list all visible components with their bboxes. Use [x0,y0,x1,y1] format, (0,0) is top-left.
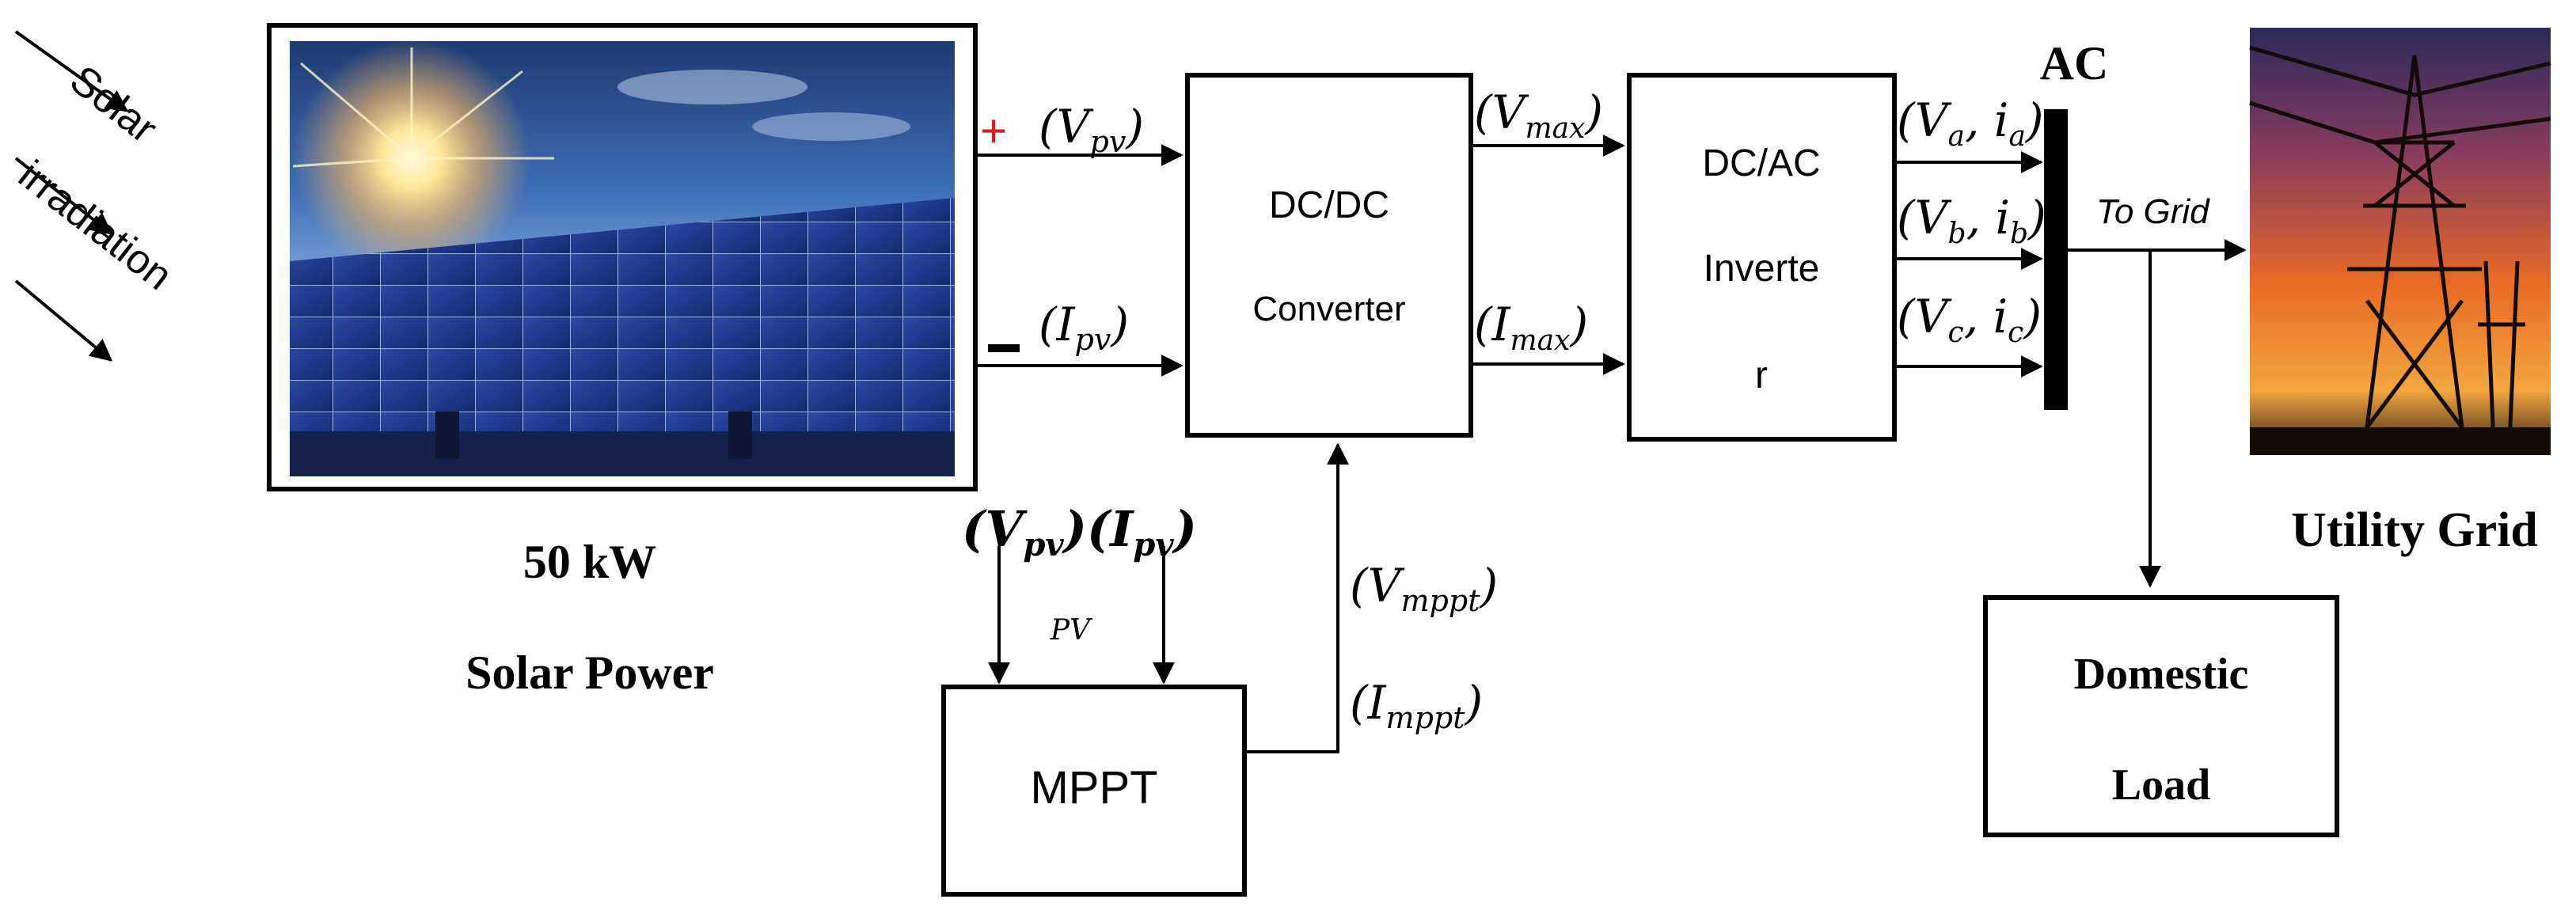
load-label-2: Load [2112,761,2211,810]
irradiation-label: irradiation [10,152,181,299]
converter-label-1: DC/DC [1269,184,1389,226]
imppt-label: (Imppt) [1350,676,1483,735]
phase-a-label: (Va, ia) [1897,93,2044,153]
mppt-label: MPPT [1030,762,1157,814]
solar-panel-image [267,23,978,491]
phase-c-label: (Vc, ic) [1897,290,2042,349]
mppt-feedback-line [1244,442,1349,753]
converter-label-2: Converter [1252,290,1405,328]
vmppt-label: (Vmppt) [1350,559,1498,618]
ac-bus-label: AC [2040,37,2109,89]
mppt-block [941,685,1247,897]
dcac-inverter-block [1627,73,1897,442]
phase-b-label: (Vb, ib) [1897,191,2046,250]
inverter-label-3: r [1755,355,1768,396]
mppt-vin-label: (Vpv)(Ipv) [962,500,1197,563]
plus-sign: + [980,105,1007,157]
pv-small-label: PV [1050,614,1093,647]
pv-power-label: 50 kW [523,536,656,588]
dcdc-converter-block [1185,73,1473,438]
utility-grid-image [2249,28,2551,455]
vmax-label: (Vmax) [1474,85,1603,145]
imax-label: (Imax) [1474,298,1588,357]
domestic-load-block [1983,595,2339,837]
to-grid-label: To Grid [2096,192,2210,231]
utility-grid-label: Utility Grid [2291,503,2538,557]
pv-name-label: Solar Power [465,647,714,699]
ac-bus-bar [2044,109,2068,410]
irradiation-arrows [14,30,129,362]
inverter-label-1: DC/AC [1702,142,1820,184]
irradiation-label-solar: Solar [62,57,165,152]
inverter-label-2: Inverte [1704,248,1820,290]
load-label-1: Domestic [2074,650,2249,699]
minus-sign [988,344,1020,352]
ipv-label: (Ipv) [1039,298,1129,357]
vpv-label: (Vpv) [1039,100,1144,159]
